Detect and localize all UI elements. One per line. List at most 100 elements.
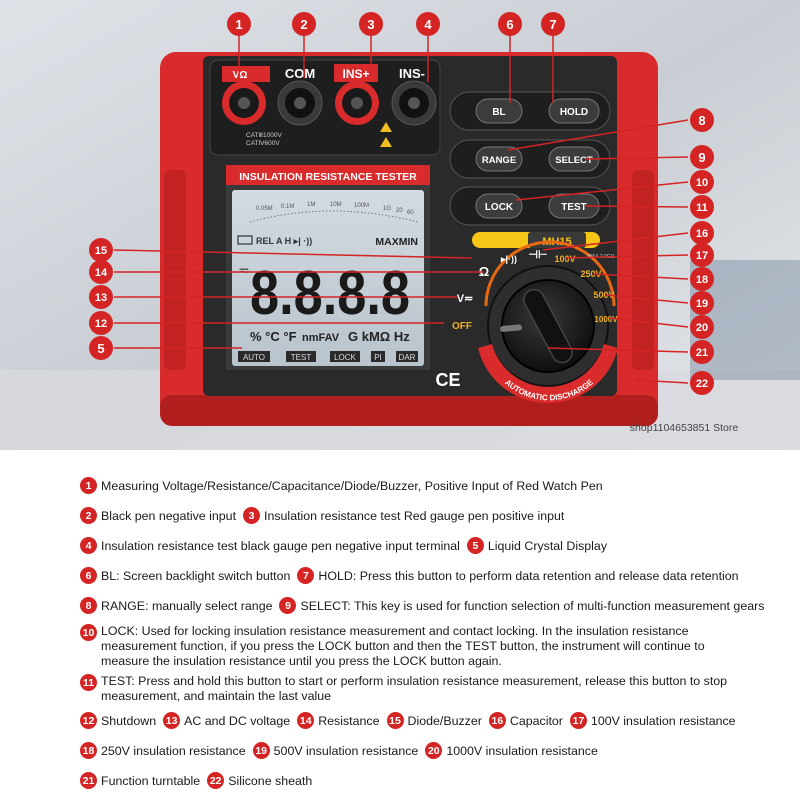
legend-text-8: RANGE: manually select range bbox=[101, 598, 273, 613]
sheath-grip-left bbox=[164, 170, 186, 370]
dial-500v: 500V bbox=[593, 290, 614, 300]
svg-text:16: 16 bbox=[696, 228, 708, 240]
jack-rating-2: CATⅣ600V bbox=[246, 140, 280, 147]
leader-lines bbox=[113, 36, 689, 384]
legend-num-20: 20 bbox=[425, 742, 443, 759]
svg-text:4: 4 bbox=[424, 17, 432, 32]
callout-2: 2 bbox=[292, 12, 316, 36]
callout-13: 13 bbox=[89, 285, 113, 309]
ce-mark: CE bbox=[435, 370, 460, 390]
lcd-units-mid: nmFAV bbox=[302, 332, 340, 344]
callout-19: 19 bbox=[690, 291, 714, 315]
legend-text-20: 1000V insulation resistance bbox=[446, 743, 598, 758]
lcd-maxmin: MAXMIN bbox=[375, 236, 418, 248]
legend-text-14: Resistance bbox=[318, 713, 380, 728]
legend-text-7: HOLD: Press this button to perform data … bbox=[318, 568, 739, 583]
jack-com[interactable]: COM bbox=[277, 66, 323, 126]
callout-11: 11 bbox=[690, 195, 714, 219]
svg-text:PI: PI bbox=[374, 353, 382, 362]
callout-6: 6 bbox=[498, 12, 522, 36]
svg-text:2: 2 bbox=[300, 17, 307, 32]
legend-num-12: 12 bbox=[80, 712, 97, 729]
range-button[interactable]: RANGE bbox=[475, 146, 523, 172]
lcd-screen bbox=[232, 190, 424, 366]
svg-text:3: 3 bbox=[367, 17, 374, 32]
lock-button[interactable]: LOCK bbox=[475, 193, 523, 219]
svg-text:5: 5 bbox=[97, 341, 104, 356]
legend-num-2: 2 bbox=[80, 507, 97, 524]
watermark: shop1104653851 Store bbox=[630, 422, 739, 434]
svg-text:14: 14 bbox=[95, 267, 108, 279]
svg-text:13: 13 bbox=[95, 292, 107, 304]
svg-text:20: 20 bbox=[696, 322, 708, 334]
svg-text:8: 8 bbox=[698, 113, 705, 128]
battery-icon bbox=[237, 235, 253, 245]
jack-com-label: COM bbox=[285, 66, 315, 81]
svg-text:SELECT: SELECT bbox=[555, 155, 593, 166]
legend-text-2: Black pen negative input bbox=[101, 508, 237, 523]
svg-text:LOCK: LOCK bbox=[485, 202, 514, 213]
jack-ins-plus[interactable]: INS+ bbox=[334, 64, 379, 125]
jack-vohm[interactable]: VΩ bbox=[222, 66, 270, 125]
legend-num-13: 13 bbox=[163, 712, 181, 729]
knob-pointer bbox=[500, 324, 523, 332]
legend-num-22: 22 bbox=[207, 772, 225, 789]
callout-20: 20 bbox=[690, 315, 714, 339]
legend-item-12: 12 Shutdown bbox=[80, 712, 156, 729]
svg-text:12: 12 bbox=[95, 318, 107, 330]
knob-grip bbox=[523, 288, 573, 364]
bl-button[interactable]: BL bbox=[475, 98, 523, 124]
jack-rating-1: CATⅢ1000V bbox=[246, 132, 282, 139]
jack-ins-minus[interactable]: INS- bbox=[391, 66, 437, 126]
callout-16: 16 bbox=[690, 221, 714, 245]
legend-text-22: Silicone sheath bbox=[228, 773, 313, 788]
legend-text-12: Shutdown bbox=[101, 713, 157, 728]
lcd-digits: 8.8.8.8 bbox=[250, 259, 410, 328]
svg-text:7: 7 bbox=[549, 17, 556, 32]
sheath-grip-right bbox=[632, 170, 654, 370]
lcd-units-left: % °C °F bbox=[250, 329, 297, 344]
jack-ins-plus-label: INS+ bbox=[342, 67, 369, 81]
svg-text:60: 60 bbox=[407, 210, 414, 216]
lcd-indicators: REL A H ▸| ·)) bbox=[256, 236, 312, 246]
svg-text:6: 6 bbox=[506, 17, 513, 32]
dial-orange-arc bbox=[484, 240, 616, 307]
lcd-side-symbols: ≂ bbox=[238, 262, 250, 278]
svg-text:1G: 1G bbox=[383, 206, 391, 212]
callout-7: 7 bbox=[541, 12, 565, 36]
hold-button[interactable]: HOLD bbox=[548, 98, 600, 124]
svg-text:0.05M: 0.05M bbox=[256, 206, 273, 212]
legend-text-9: SELECT: This key is used for function se… bbox=[300, 598, 765, 613]
legend-item-2: 2 Black pen negative input bbox=[80, 507, 236, 524]
dial-diode: ▸|·)) bbox=[500, 254, 517, 264]
lcd-scale: 0.05M 0.1M 1M 10M 100M 1G 20 60 bbox=[256, 202, 414, 216]
callout-17: 17 bbox=[690, 243, 714, 267]
legend-num-10: 10 bbox=[80, 624, 97, 641]
callout-1: 1 bbox=[227, 12, 251, 36]
legend-num-5: 5 bbox=[466, 537, 484, 554]
legend-text-18: 250V insulation resistance bbox=[101, 743, 246, 758]
svg-text:15: 15 bbox=[95, 245, 107, 257]
legend-num-17: 17 bbox=[569, 712, 587, 729]
svg-text:HOLD: HOLD bbox=[560, 107, 588, 118]
legend-text-1: Measuring Voltage/Resistance/Capacitance… bbox=[101, 478, 603, 493]
legend-text-5: Liquid Crystal Display bbox=[487, 538, 608, 553]
